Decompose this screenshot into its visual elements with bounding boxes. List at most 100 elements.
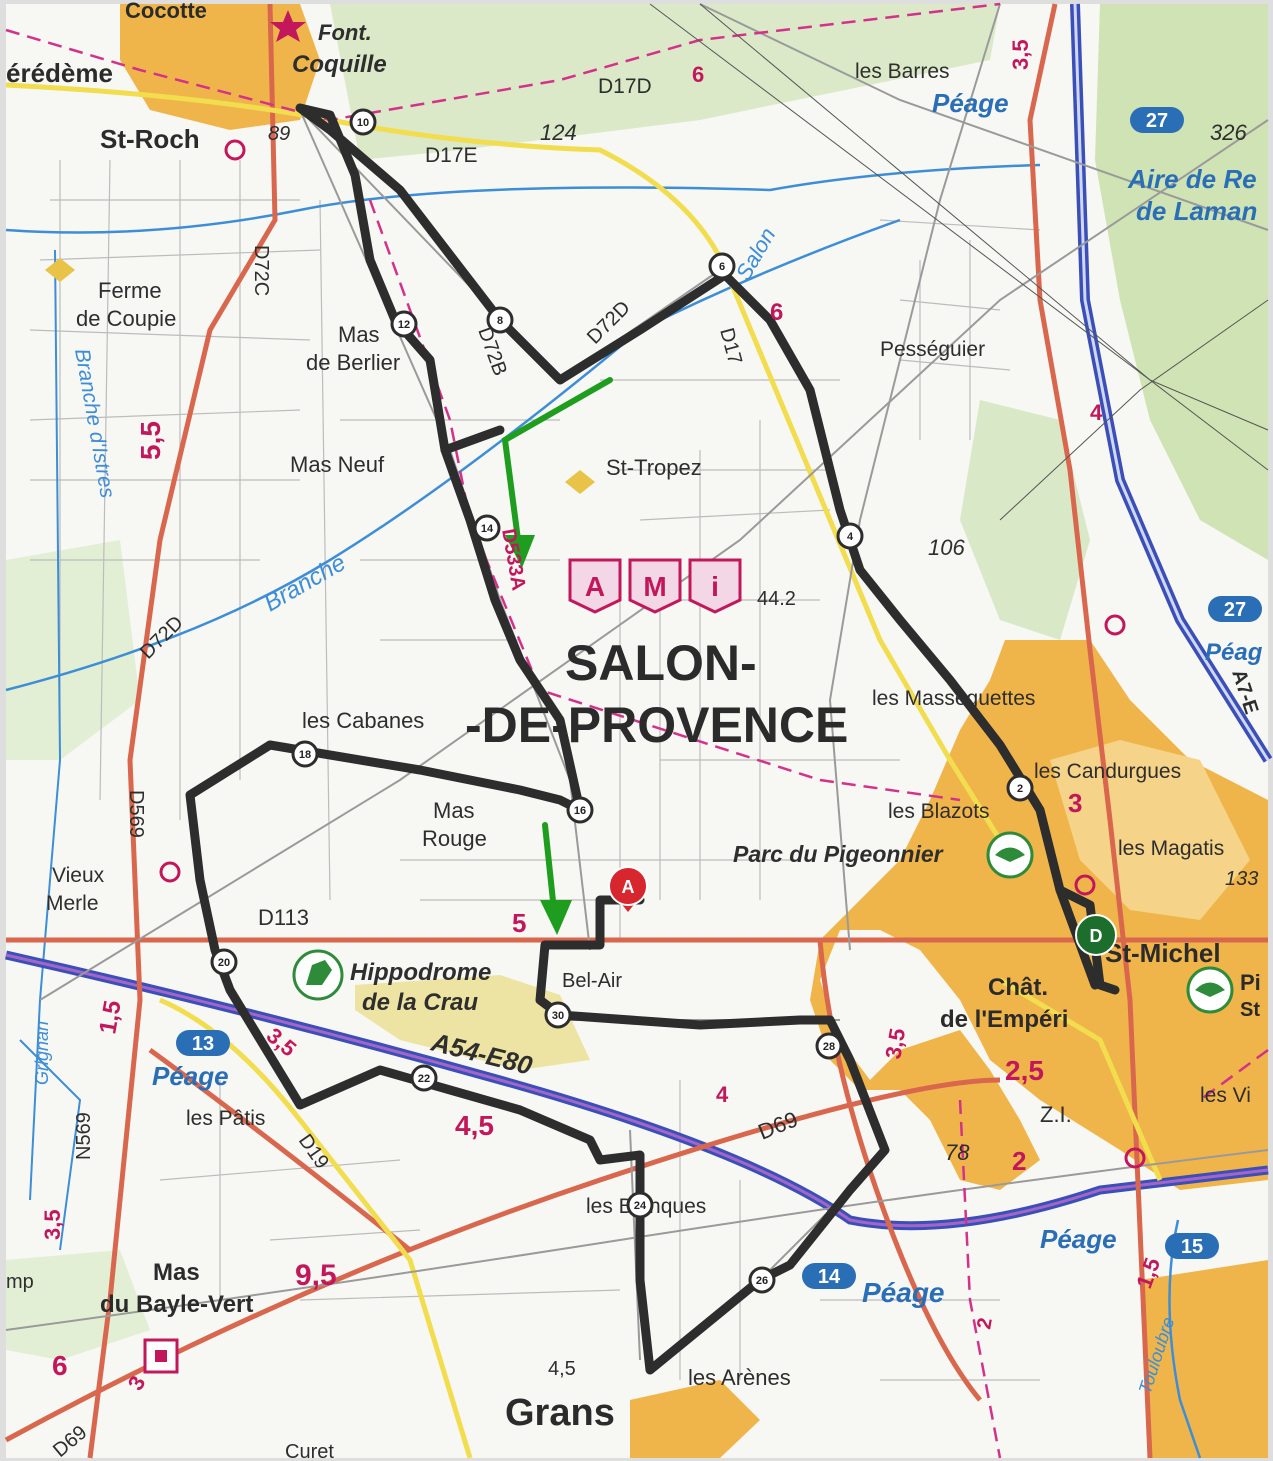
route-main-loop: [185, 103, 1100, 1375]
start-marker-label: A: [622, 877, 635, 897]
secondary-roads: [5, 82, 1163, 1459]
label-grignan: Grignan: [32, 1021, 52, 1085]
label-eredeme: érédème: [6, 58, 113, 88]
label-les-barres: les Barres: [855, 60, 950, 83]
road-d19-yellow: [159, 997, 473, 1459]
label-mas-bayle-1: Mas: [153, 1259, 200, 1286]
label-mas-rouge-1: Mas: [433, 798, 475, 823]
elevation-89: 89: [268, 123, 290, 145]
distance-label-8: 4: [716, 1082, 729, 1107]
distance-label-19: 4: [1090, 400, 1103, 425]
boundaries: [5, 2, 1269, 1459]
distance-label-11: 2: [1012, 1146, 1026, 1176]
exit-badge-15: [1165, 1233, 1219, 1259]
distance-label-10: 2,5: [1005, 1055, 1044, 1086]
km-marker-2: [1006, 774, 1034, 802]
map-symbols: [45, 10, 1234, 1374]
label-hippodrome-1: Hippodrome: [350, 959, 491, 986]
distance-label-17: 2: [973, 1316, 997, 1331]
label-les-cabanes: les Cabanes: [302, 708, 424, 733]
label-aire-2: de Laman: [1136, 196, 1257, 226]
km-marker-28: [815, 1032, 843, 1060]
label-ferme-2: de Coupie: [76, 306, 176, 331]
label-curet: Curet: [285, 1441, 334, 1461]
distance-label-5: 1,5: [94, 998, 126, 1036]
km-marker-label: 24: [634, 1200, 647, 1212]
label-vieux-1: Vieux: [52, 864, 105, 887]
end-marker-label: D: [1090, 926, 1103, 946]
road-center-yellow: [998, 977, 1163, 1181]
town-label-salon-1: SALON-: [565, 635, 757, 691]
canal-grignan: [19, 1039, 82, 1251]
urban-areas: [120, 4, 1268, 1458]
km-marker-label: 10: [357, 117, 369, 129]
label-les-patis: les Pâtis: [186, 1107, 265, 1130]
km-marker-24: [626, 1191, 654, 1219]
label-aire-1: Aire de Re: [1127, 164, 1257, 194]
road-label-d72c: D72C: [250, 245, 272, 296]
exit-badge-14: [802, 1263, 856, 1289]
label-cocotte: Cocotte: [125, 0, 207, 23]
farm-icon: [45, 258, 75, 282]
road-ne: [1027, 3, 1153, 1459]
km-marker-label: 8: [497, 315, 503, 327]
exit-badges: 27 27 13 14 15: [176, 107, 1262, 1289]
km-marker-label: 18: [299, 749, 311, 761]
farm-icon-st-tropez: [565, 470, 595, 494]
km-marker-label: 26: [756, 1275, 768, 1287]
label-les-vi: les Vi: [1200, 1084, 1251, 1107]
tourist-icons: A M i: [568, 558, 742, 614]
road-label-d17d: D17D: [598, 75, 652, 98]
power-lines: [649, 3, 1269, 521]
road-d17-south: [817, 939, 982, 1402]
km-marker-label: 2: [1017, 783, 1023, 795]
road-label-d113: D113: [258, 905, 309, 930]
urban-light: [1050, 740, 1250, 920]
km-marker-30: [544, 1001, 572, 1029]
direction-arrowheads: [505, 535, 572, 935]
info-icon-text: i: [711, 571, 719, 602]
distance-labels: 3,5 6 6 5,5 5 1,5 3,5 4,5 4 3,5 2,5 2 9,…: [40, 39, 1165, 1394]
branche-istres: [29, 249, 62, 1201]
label-peage-top: Péage: [932, 88, 1009, 118]
exit-badge-13: [176, 1030, 230, 1056]
label-bel-air: Bel-Air: [562, 970, 622, 992]
label-vieux-2: Merle: [46, 892, 99, 915]
label-blazots: les Blazots: [888, 800, 990, 823]
road-d17e-d17: [5, 82, 1003, 842]
km-marker-8: [486, 306, 514, 334]
exit-badge-14-text: 14: [818, 1266, 841, 1288]
label-parc-pigeonnier: Parc du Pigeonnier: [733, 841, 944, 867]
direction-arrow-north: [501, 377, 613, 558]
label-mas-berlier-2: de Berlier: [306, 350, 400, 375]
km-marker-16: [566, 796, 594, 824]
museum-icon: M: [628, 558, 682, 614]
label-chateau-1: Chât.: [988, 974, 1048, 1001]
label-peage-right2: Péag: [1205, 639, 1263, 666]
forest-west: [6, 540, 140, 760]
km-marker-20: [210, 948, 238, 976]
end-marker-circle[interactable]: [1075, 914, 1117, 956]
label-les-arenes: les Arènes: [688, 1365, 791, 1390]
label-font-2: Coquille: [292, 51, 387, 78]
a7-motorway-center: [1073, 3, 1270, 761]
exit-badge-13-text: 13: [192, 1033, 214, 1055]
end-marker[interactable]: D: [1075, 914, 1117, 956]
elevation-78: 78: [945, 1140, 970, 1165]
elevation-106: 106: [928, 535, 965, 560]
start-marker[interactable]: A: [608, 866, 648, 912]
place-labels: SALON- -DE-PROVENCE Grans St-Roch Font. …: [6, 0, 1263, 1461]
arrowhead-north: [505, 535, 535, 568]
minor-roads: [5, 3, 1269, 1361]
start-marker-circle[interactable]: [608, 866, 648, 906]
star-icon: [270, 10, 306, 42]
label-pesseguier: Pességuier: [880, 338, 985, 361]
exit-badge-27-right: [1208, 596, 1262, 622]
label-font-1: Font.: [318, 20, 372, 45]
label-mas-berlier-1: Mas: [338, 322, 380, 347]
distance-label-12: 9,5: [295, 1259, 337, 1292]
label-mas-rouge-2: Rouge: [422, 826, 487, 851]
label-peage-right: Péage: [1040, 1224, 1117, 1254]
